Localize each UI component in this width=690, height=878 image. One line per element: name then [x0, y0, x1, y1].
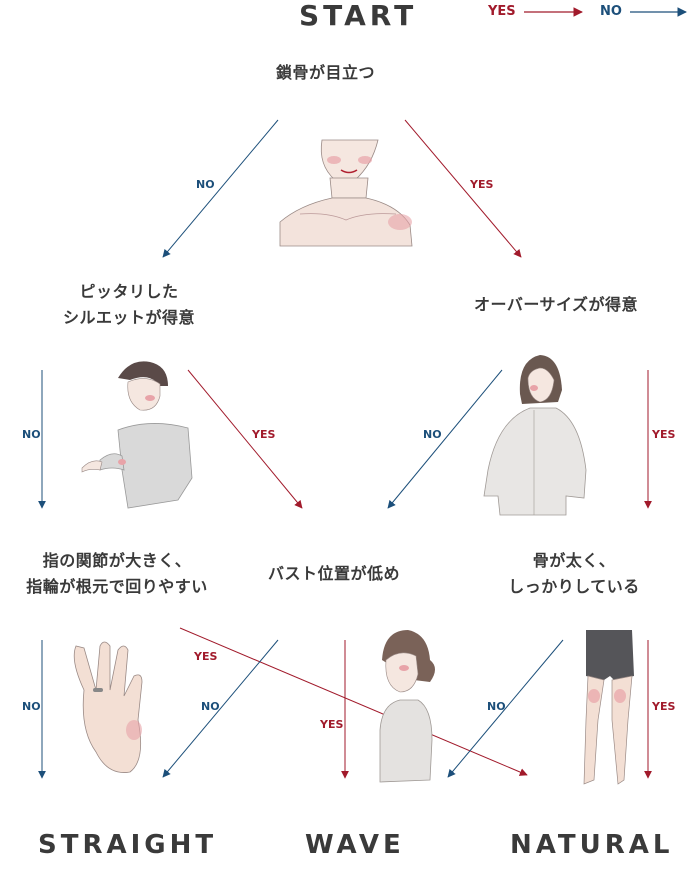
label-q5-yes: YES: [320, 718, 344, 731]
label-q6-no: NO: [487, 700, 506, 713]
label-q3-yes: YES: [652, 428, 676, 441]
question-finger-line1: 指の関節が大きく、: [42, 551, 192, 570]
question-fitted-line2: シルエットが得意: [62, 308, 195, 327]
start-title: START: [299, 0, 418, 32]
question-finger: 指の関節が大きく、 指輪が根元で回りやすい: [6, 548, 228, 600]
arrow-q1-yes: [404, 119, 522, 258]
collarbone-illustration: [279, 139, 413, 247]
label-q5-no: NO: [201, 700, 220, 713]
hand-illustration: [73, 641, 143, 773]
label-q1-no: NO: [196, 178, 215, 191]
question-oversize: オーバーサイズが得意: [474, 295, 639, 314]
question-bust: バスト位置が低め: [268, 564, 401, 583]
oversize-illustration: [483, 355, 587, 516]
label-q4-no: NO: [22, 700, 41, 713]
arrow-q3-no: [387, 369, 503, 509]
question-bone: 骨が太く、 しっかりしている: [494, 548, 654, 600]
legs-illustration: [583, 630, 634, 785]
label-q3-no: NO: [423, 428, 442, 441]
arrow-q2-yes: [187, 369, 303, 509]
fitted-silhouette-illustration: [81, 361, 193, 509]
label-q2-no: NO: [22, 428, 41, 441]
arrow-q4-yes: [179, 627, 528, 776]
result-straight: STRAIGHT: [38, 830, 218, 860]
question-finger-line2: 指輪が根元で回りやすい: [26, 577, 208, 596]
question-collarbone: 鎖骨が目立つ: [276, 63, 376, 82]
result-natural: NATURAL: [510, 830, 674, 860]
label-q4-yes: YES: [194, 650, 218, 663]
wave-illustration: [379, 630, 435, 783]
question-fitted-line1: ピッタリした: [79, 282, 179, 301]
legend-no-label: NO: [600, 4, 622, 19]
arrow-q5-no: [162, 639, 279, 778]
question-fitted: ピッタリした シルエットが得意: [34, 279, 224, 331]
question-bone-line1: 骨が太く、: [532, 551, 616, 570]
arrow-q6-no: [447, 639, 564, 778]
label-q6-yes: YES: [652, 700, 676, 713]
arrow-q1-no: [162, 119, 279, 258]
label-q2-yes: YES: [252, 428, 276, 441]
legend-yes-label: YES: [488, 4, 516, 19]
result-wave: WAVE: [305, 830, 405, 860]
question-bone-line2: しっかりしている: [508, 577, 640, 596]
label-q1-yes: YES: [470, 178, 494, 191]
